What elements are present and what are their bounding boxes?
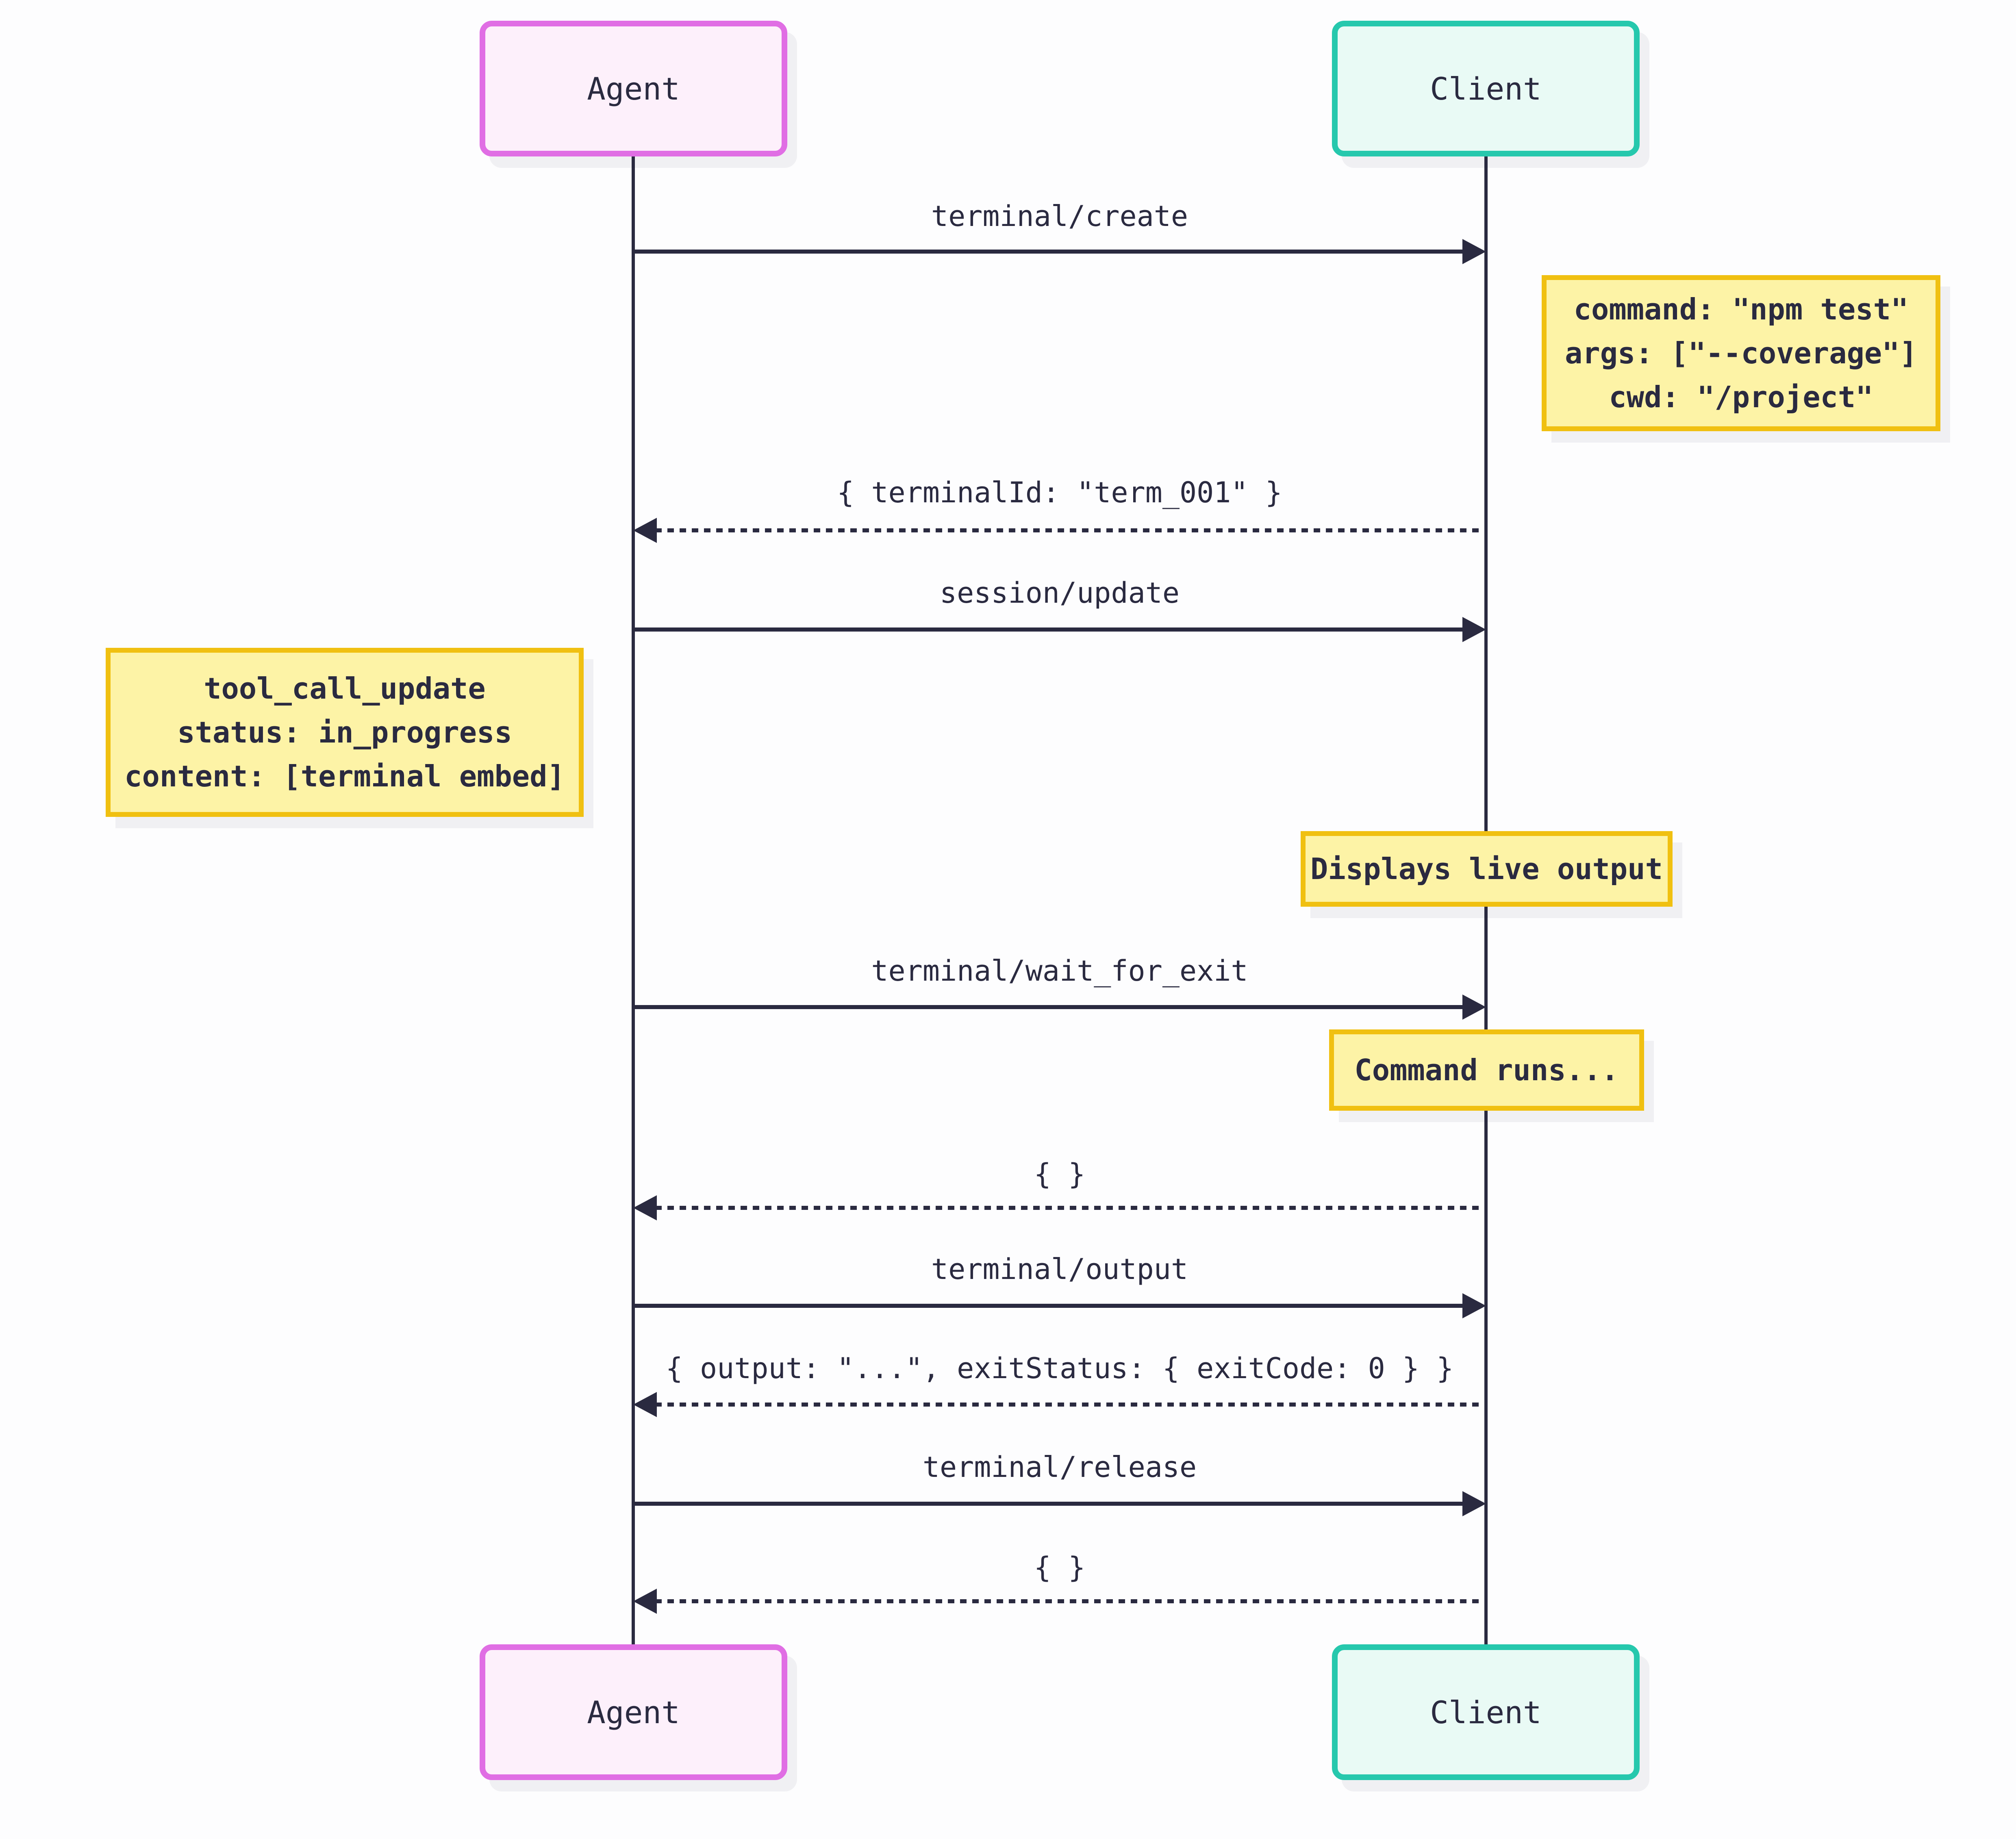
message-empty-reply-2-arrow <box>633 1589 1486 1614</box>
message-empty-reply-1-arrow <box>633 1195 1486 1220</box>
arrowhead-left-icon <box>633 1195 657 1220</box>
arrowhead-left-icon <box>633 1392 657 1417</box>
arrow-line <box>655 1599 1486 1603</box>
actor-box-agent-bottom: Agent <box>480 1644 787 1780</box>
message-terminal-id-label: { terminalId: "term_001" } <box>837 476 1282 509</box>
message-terminal-release-label: terminal/release <box>922 1450 1197 1484</box>
note-displays-live-output: Displays live output <box>1301 831 1673 907</box>
message-session-update-label: session/update <box>939 576 1180 610</box>
message-output-result-label: { output: "...", exitStatus: { exitCode:… <box>665 1352 1454 1385</box>
arrow-line <box>655 1206 1486 1210</box>
arrow-line <box>633 627 1464 632</box>
message-output-result-arrow <box>633 1392 1486 1417</box>
actor-box-client-top: Client <box>1332 21 1640 156</box>
arrow-line <box>633 1005 1464 1009</box>
arrowhead-right-icon <box>1462 1293 1486 1318</box>
message-terminal-create-arrow <box>633 239 1486 264</box>
actor-label-client: Client <box>1430 1694 1542 1730</box>
message-terminal-release-arrow <box>633 1491 1486 1516</box>
arrow-line <box>655 1403 1486 1407</box>
arrow-line <box>633 1502 1464 1506</box>
arrow-line <box>655 528 1486 532</box>
arrow-line <box>633 1304 1464 1308</box>
arrow-line <box>633 250 1464 254</box>
actor-box-client-bottom: Client <box>1332 1644 1640 1780</box>
actor-label-agent: Agent <box>587 70 680 107</box>
actor-box-agent-top: Agent <box>480 21 787 156</box>
actor-label-client: Client <box>1430 70 1542 107</box>
arrowhead-right-icon <box>1462 994 1486 1020</box>
note-command-params: command: "npm test" args: ["--coverage"]… <box>1542 275 1940 431</box>
note-command-runs: Command runs... <box>1329 1029 1644 1111</box>
message-empty-reply-2-label: { } <box>1034 1551 1086 1584</box>
lifeline-agent <box>632 156 635 1644</box>
note-tool-call-update: tool_call_update status: in_progress con… <box>106 648 584 817</box>
message-wait-for-exit-label: terminal/wait_for_exit <box>871 954 1248 988</box>
actor-label-agent: Agent <box>587 1694 680 1730</box>
message-terminal-id-arrow <box>633 518 1486 543</box>
message-empty-reply-1-label: { } <box>1034 1157 1086 1191</box>
message-session-update-arrow <box>633 617 1486 642</box>
arrowhead-left-icon <box>633 518 657 543</box>
message-terminal-create-label: terminal/create <box>931 200 1188 233</box>
message-wait-for-exit-arrow <box>633 994 1486 1020</box>
message-terminal-output-label: terminal/output <box>931 1253 1188 1286</box>
arrowhead-right-icon <box>1462 617 1486 642</box>
arrowhead-right-icon <box>1462 239 1486 264</box>
message-terminal-output-arrow <box>633 1293 1486 1318</box>
arrowhead-right-icon <box>1462 1491 1486 1516</box>
arrowhead-left-icon <box>633 1589 657 1614</box>
